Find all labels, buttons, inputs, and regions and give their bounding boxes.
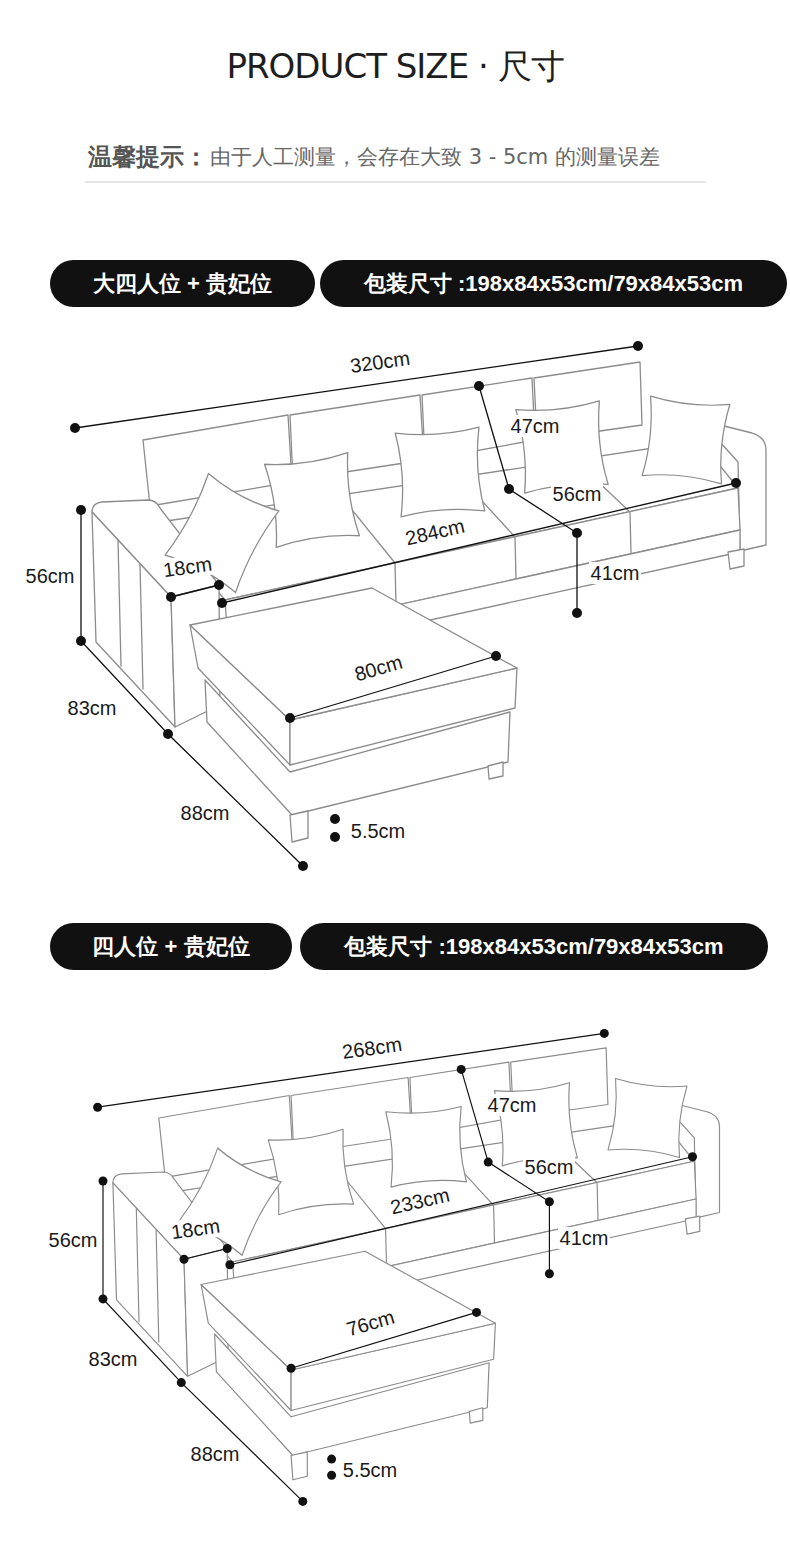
dimension-label: 41cm bbox=[558, 1227, 611, 1249]
sofa-drawing bbox=[70, 341, 766, 871]
dimension-label: 56cm bbox=[24, 565, 77, 587]
dimension-label: 56cm bbox=[47, 1229, 100, 1251]
label-pill: 大四人位 + 贵妃位 bbox=[50, 260, 315, 307]
label-pill: 包装尺寸 :198x84x53cm/79x84x53cm bbox=[300, 923, 768, 970]
pill-text: 包装尺寸 :198x84x53cm/79x84x53cm bbox=[364, 269, 743, 299]
dimension-label: 47cm bbox=[486, 1094, 539, 1116]
dimension-label: 88cm bbox=[189, 1443, 242, 1465]
note-heading: 温馨提示： bbox=[88, 142, 208, 172]
label-pill: 包装尺寸 :198x84x53cm/79x84x53cm bbox=[320, 260, 787, 307]
pill-text: 大四人位 + 贵妃位 bbox=[93, 269, 272, 299]
dimension-label: 83cm bbox=[87, 1348, 140, 1370]
dimension-label: 5.5cm bbox=[349, 820, 407, 842]
label-pill: 四人位 + 贵妃位 bbox=[50, 923, 292, 970]
page-title: PRODUCT SIZE · 尺寸 bbox=[0, 44, 790, 90]
dimension-label: 88cm bbox=[179, 802, 232, 824]
dimension-label: 47cm bbox=[509, 415, 562, 437]
dimension-label: 56cm bbox=[523, 1156, 576, 1178]
dimension-label: 268cm bbox=[339, 1033, 405, 1064]
dimension-label: 320cm bbox=[347, 347, 413, 378]
dimension-label: 41cm bbox=[589, 562, 642, 584]
pill-text: 四人位 + 贵妃位 bbox=[92, 932, 249, 962]
dimension-label: 5.5cm bbox=[341, 1459, 399, 1481]
pill-text: 包装尺寸 :198x84x53cm/79x84x53cm bbox=[344, 932, 723, 962]
note-text: 由于人工测量，会存在大致 3 - 5cm 的测量误差 bbox=[210, 142, 660, 172]
dimension-label: 56cm bbox=[551, 483, 604, 505]
sofa-drawing bbox=[93, 1029, 719, 1506]
note-underline bbox=[85, 182, 706, 183]
dimension-label: 83cm bbox=[66, 697, 119, 719]
